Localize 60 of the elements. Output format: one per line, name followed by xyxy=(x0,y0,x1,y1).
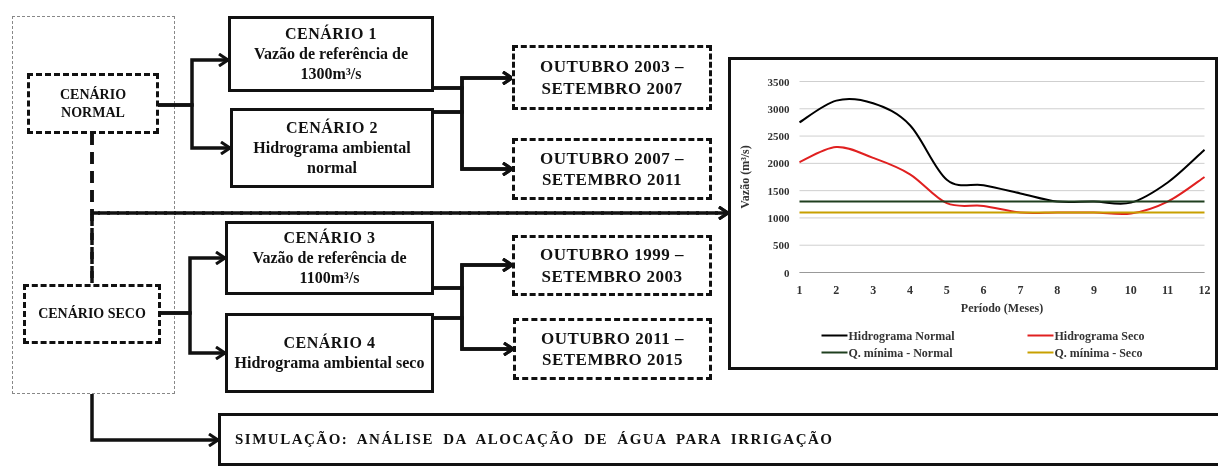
node-text: CENÁRIO SECO xyxy=(38,305,146,323)
node-text: OUTUBRO 2007 – SETEMBRO 2011 xyxy=(539,147,685,191)
node-text: Hidrograma ambiental seco xyxy=(234,353,425,373)
tick-label: 3 xyxy=(870,282,877,297)
tick-label: 6 xyxy=(980,282,987,297)
axis-title: Vazão (m³/s) xyxy=(737,145,752,209)
node-title: CENÁRIO 1 xyxy=(284,24,378,44)
tick-label: 5 xyxy=(943,282,950,297)
node-title: CENÁRIO 2 xyxy=(285,118,379,138)
chart-panel xyxy=(728,57,1218,370)
tick-label: 3500 xyxy=(767,75,790,88)
legend-label: Hidrograma Seco xyxy=(1054,328,1145,343)
tick-label: 8 xyxy=(1054,282,1061,297)
node-text: SIMULAÇÃO: ANÁLISE DA ALOCAÇÃO DE ÁGUA PARA IRRIGAÇÃO xyxy=(235,430,834,449)
scenario-box xyxy=(513,318,712,380)
tick-label: 2000 xyxy=(767,157,790,170)
tick-label: 2500 xyxy=(767,130,790,143)
tick-label: 11 xyxy=(1162,282,1174,297)
legend-label: Hidrograma Normal xyxy=(848,328,955,343)
tick-label: 10 xyxy=(1124,282,1137,297)
scenario-box xyxy=(512,45,712,110)
scenario-box xyxy=(225,221,434,295)
scenario-box xyxy=(225,313,434,393)
node-title: CENÁRIO 3 xyxy=(283,228,376,248)
arrow xyxy=(434,316,515,357)
scenario-box xyxy=(27,73,159,134)
arrow xyxy=(158,103,232,156)
node-title: CENÁRIO 4 xyxy=(283,333,376,353)
tick-label: 9 xyxy=(1091,282,1098,297)
node-text: CENÁRIO NORMAL xyxy=(58,86,128,121)
node-text: OUTUBRO 2011 – SETEMBRO 2015 xyxy=(540,327,685,371)
scenario-box xyxy=(230,108,434,188)
scenario-box xyxy=(23,284,161,344)
legend-label: Q. mínima - Normal xyxy=(848,345,953,360)
tick-label: 500 xyxy=(773,239,790,252)
scenario-box xyxy=(512,235,712,296)
tick-label: 7 xyxy=(1017,282,1024,297)
tick-label: 12 xyxy=(1198,282,1211,297)
node-text: Vazão de referência de 1300m³/s xyxy=(252,44,410,84)
arrow xyxy=(434,110,514,177)
group-box xyxy=(12,16,175,394)
tick-label: 3000 xyxy=(767,102,790,115)
arrow xyxy=(160,311,227,361)
axis-title: Período (Meses) xyxy=(960,300,1044,315)
tick-label: 2 xyxy=(833,282,840,297)
tick-label: 1 xyxy=(796,282,803,297)
tick-label: 0 xyxy=(784,266,790,279)
node-text: Vazão de referência de 1100m³/s xyxy=(251,248,408,288)
legend-label: Q. mínima - Seco xyxy=(1054,345,1143,360)
tick-label: 1500 xyxy=(767,184,790,197)
arrow xyxy=(90,205,730,283)
tick-label: 4 xyxy=(906,282,913,297)
tick-label: 1000 xyxy=(767,211,790,224)
node-text: OUTUBRO 2003 – SETEMBRO 2007 xyxy=(539,56,685,99)
scenario-box xyxy=(512,138,712,200)
node-text: OUTUBRO 1999 – SETEMBRO 2003 xyxy=(539,244,685,287)
node-text: Hidrograma ambiental normal xyxy=(252,138,412,178)
scenario-box xyxy=(228,16,434,92)
process-box xyxy=(218,413,1218,466)
arrow xyxy=(90,394,220,448)
